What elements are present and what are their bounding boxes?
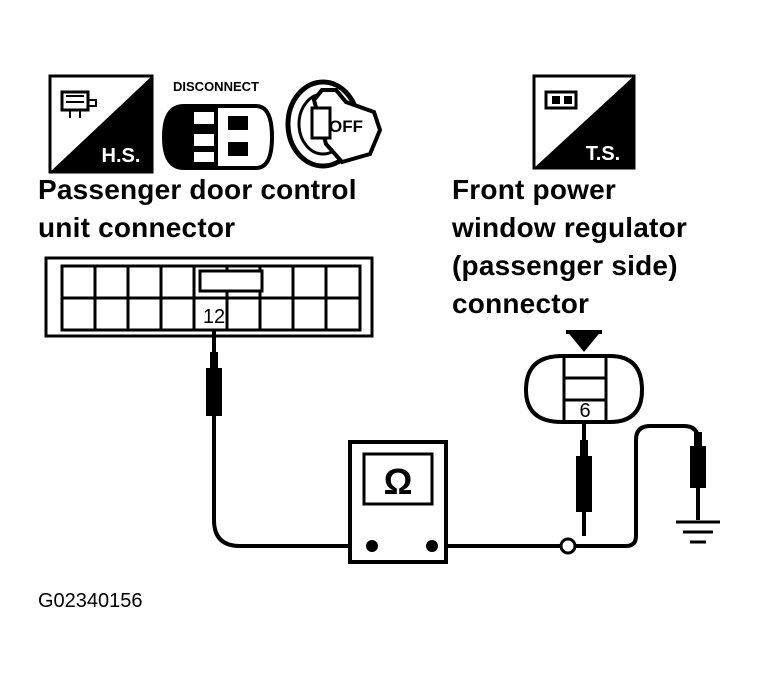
ignition-key-off-icon: OFF xyxy=(285,79,383,169)
right-connector-title-line1: Front power xyxy=(452,174,616,205)
ground-symbol xyxy=(676,520,720,544)
left-connector-title-line2: unit connector xyxy=(38,212,236,243)
figure-code: G02340156 xyxy=(38,590,143,612)
left-pin-label: 12 xyxy=(203,306,225,328)
passenger-door-control-unit-connector: 12 xyxy=(44,256,374,338)
off-label: OFF xyxy=(329,117,363,136)
disconnect-label: DISCONNECT xyxy=(173,79,259,94)
connector-disconnect-icon: DISCONNECT xyxy=(162,79,275,170)
front-power-window-regulator-connector: 6 xyxy=(523,330,645,424)
terminal-side-icon: T.S. xyxy=(532,74,636,170)
hs-label: H.S. xyxy=(102,145,141,167)
ohm-symbol: Ω xyxy=(384,461,413,502)
left-connector-title-line1: Passenger door control xyxy=(38,174,357,205)
meter-terminal-left xyxy=(366,540,378,552)
harness-side-icon: H.S. xyxy=(48,74,154,174)
right-connector-title-line4: connector xyxy=(452,288,590,319)
junction-point xyxy=(559,537,577,555)
meter-terminal-right xyxy=(426,540,438,552)
right-pin-label: 6 xyxy=(579,400,590,422)
probe-left xyxy=(206,352,222,416)
ohmmeter-icon: Ω xyxy=(348,440,448,564)
ts-label: T.S. xyxy=(586,143,620,165)
right-connector-title-line3: (passenger side) xyxy=(452,250,678,281)
probe-ground xyxy=(690,432,706,488)
probe-right xyxy=(576,440,592,512)
right-connector-title-line2: window regulator xyxy=(452,212,687,243)
